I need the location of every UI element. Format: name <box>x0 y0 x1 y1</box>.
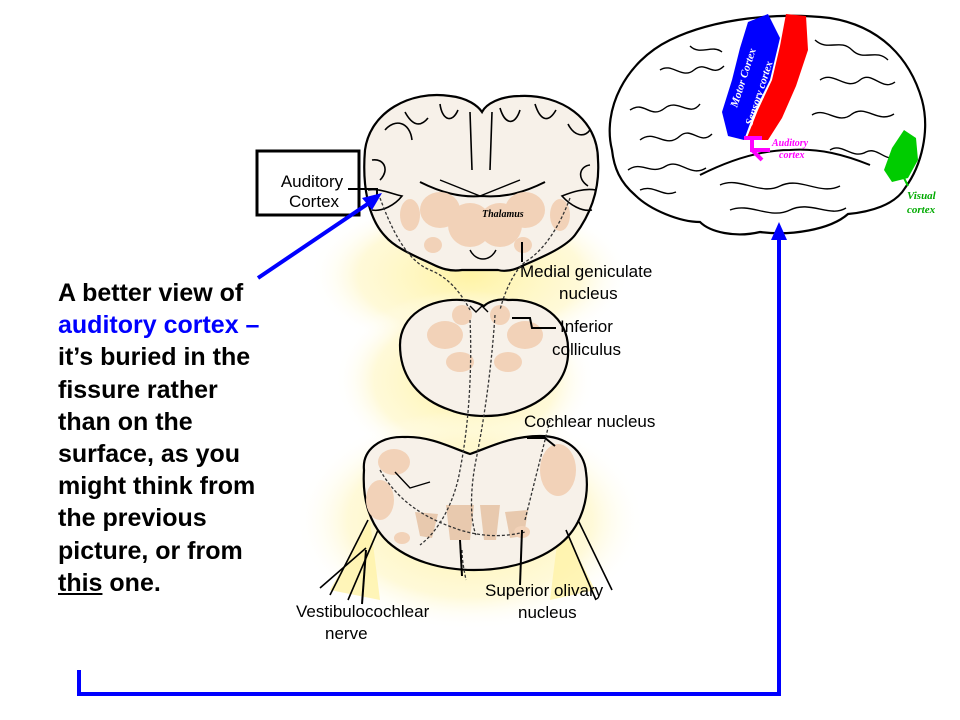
superior-olivary-label-line2: nucleus <box>518 603 577 622</box>
connector-arrow-to-brain <box>77 222 787 696</box>
visual-cortex-label: Visual <box>907 190 937 202</box>
vestibulocochlear-label-line2: nerve <box>325 624 368 643</box>
motor-cortex-region <box>722 14 780 140</box>
auditory-cortex-callout-box <box>255 149 361 217</box>
auditory-cortex-label: Auditory <box>771 138 809 149</box>
medial-geniculate-label: Medial geniculate <box>520 262 652 281</box>
vestibulocochlear-label: Vestibulocochlear <box>296 602 430 621</box>
sensory-cortex-region <box>746 14 808 140</box>
inferior-colliculus-label: Inferior <box>560 317 613 336</box>
arrow-to-auditory-cortex <box>256 193 382 280</box>
this-link[interactable]: this <box>58 568 103 597</box>
text-line-8: the previous <box>58 504 207 533</box>
text-line-9: picture, or from <box>58 536 243 565</box>
auditory-pathway <box>379 197 571 581</box>
boxed-label-cortex: Cortex <box>289 192 340 211</box>
visual-cortex-region <box>884 130 918 182</box>
text-line-5: than on the <box>58 407 193 436</box>
thalamus-label: Thalamus <box>482 209 524 220</box>
auditory-cortex-label-line2: cortex <box>779 150 805 161</box>
boxed-label-auditory: Auditory <box>281 172 344 191</box>
lateral-brain-diagram: Motor Cortex Sensory cortex Auditory cor… <box>608 14 937 236</box>
text-line-6: surface, as you <box>58 440 241 469</box>
brainstem-diagram: Auditory Cortex Thalamus Medial genicula… <box>255 93 655 643</box>
text-line-10-rest: one. <box>102 568 161 597</box>
superior-olivary-label: Superior olivary <box>485 581 604 600</box>
text-line-2: auditory cortex – <box>58 311 260 340</box>
explanation-text: A better view of auditory cortex – it’s … <box>58 277 328 599</box>
auditory-cortex-marker <box>744 136 770 162</box>
text-line-4: fissure rather <box>58 375 218 404</box>
medulla-section <box>362 434 588 572</box>
inferior-colliculus-label-line2: colliculus <box>552 340 621 359</box>
brain-gyri <box>627 39 899 214</box>
nerve-roots <box>319 519 613 601</box>
text-line-3: it’s buried in the <box>58 343 251 372</box>
text-line-1: A better view of <box>58 279 244 307</box>
midbrain-section <box>398 298 570 418</box>
text-line-10: this one. <box>58 567 328 599</box>
text-line-7: might think from <box>58 472 256 501</box>
cochlear-nucleus-label: Cochlear nucleus <box>524 412 655 431</box>
medial-geniculate-label-line2: nucleus <box>559 284 618 303</box>
forebrain-coronal-section <box>363 93 600 272</box>
visual-cortex-label-line2: cortex <box>907 204 936 216</box>
